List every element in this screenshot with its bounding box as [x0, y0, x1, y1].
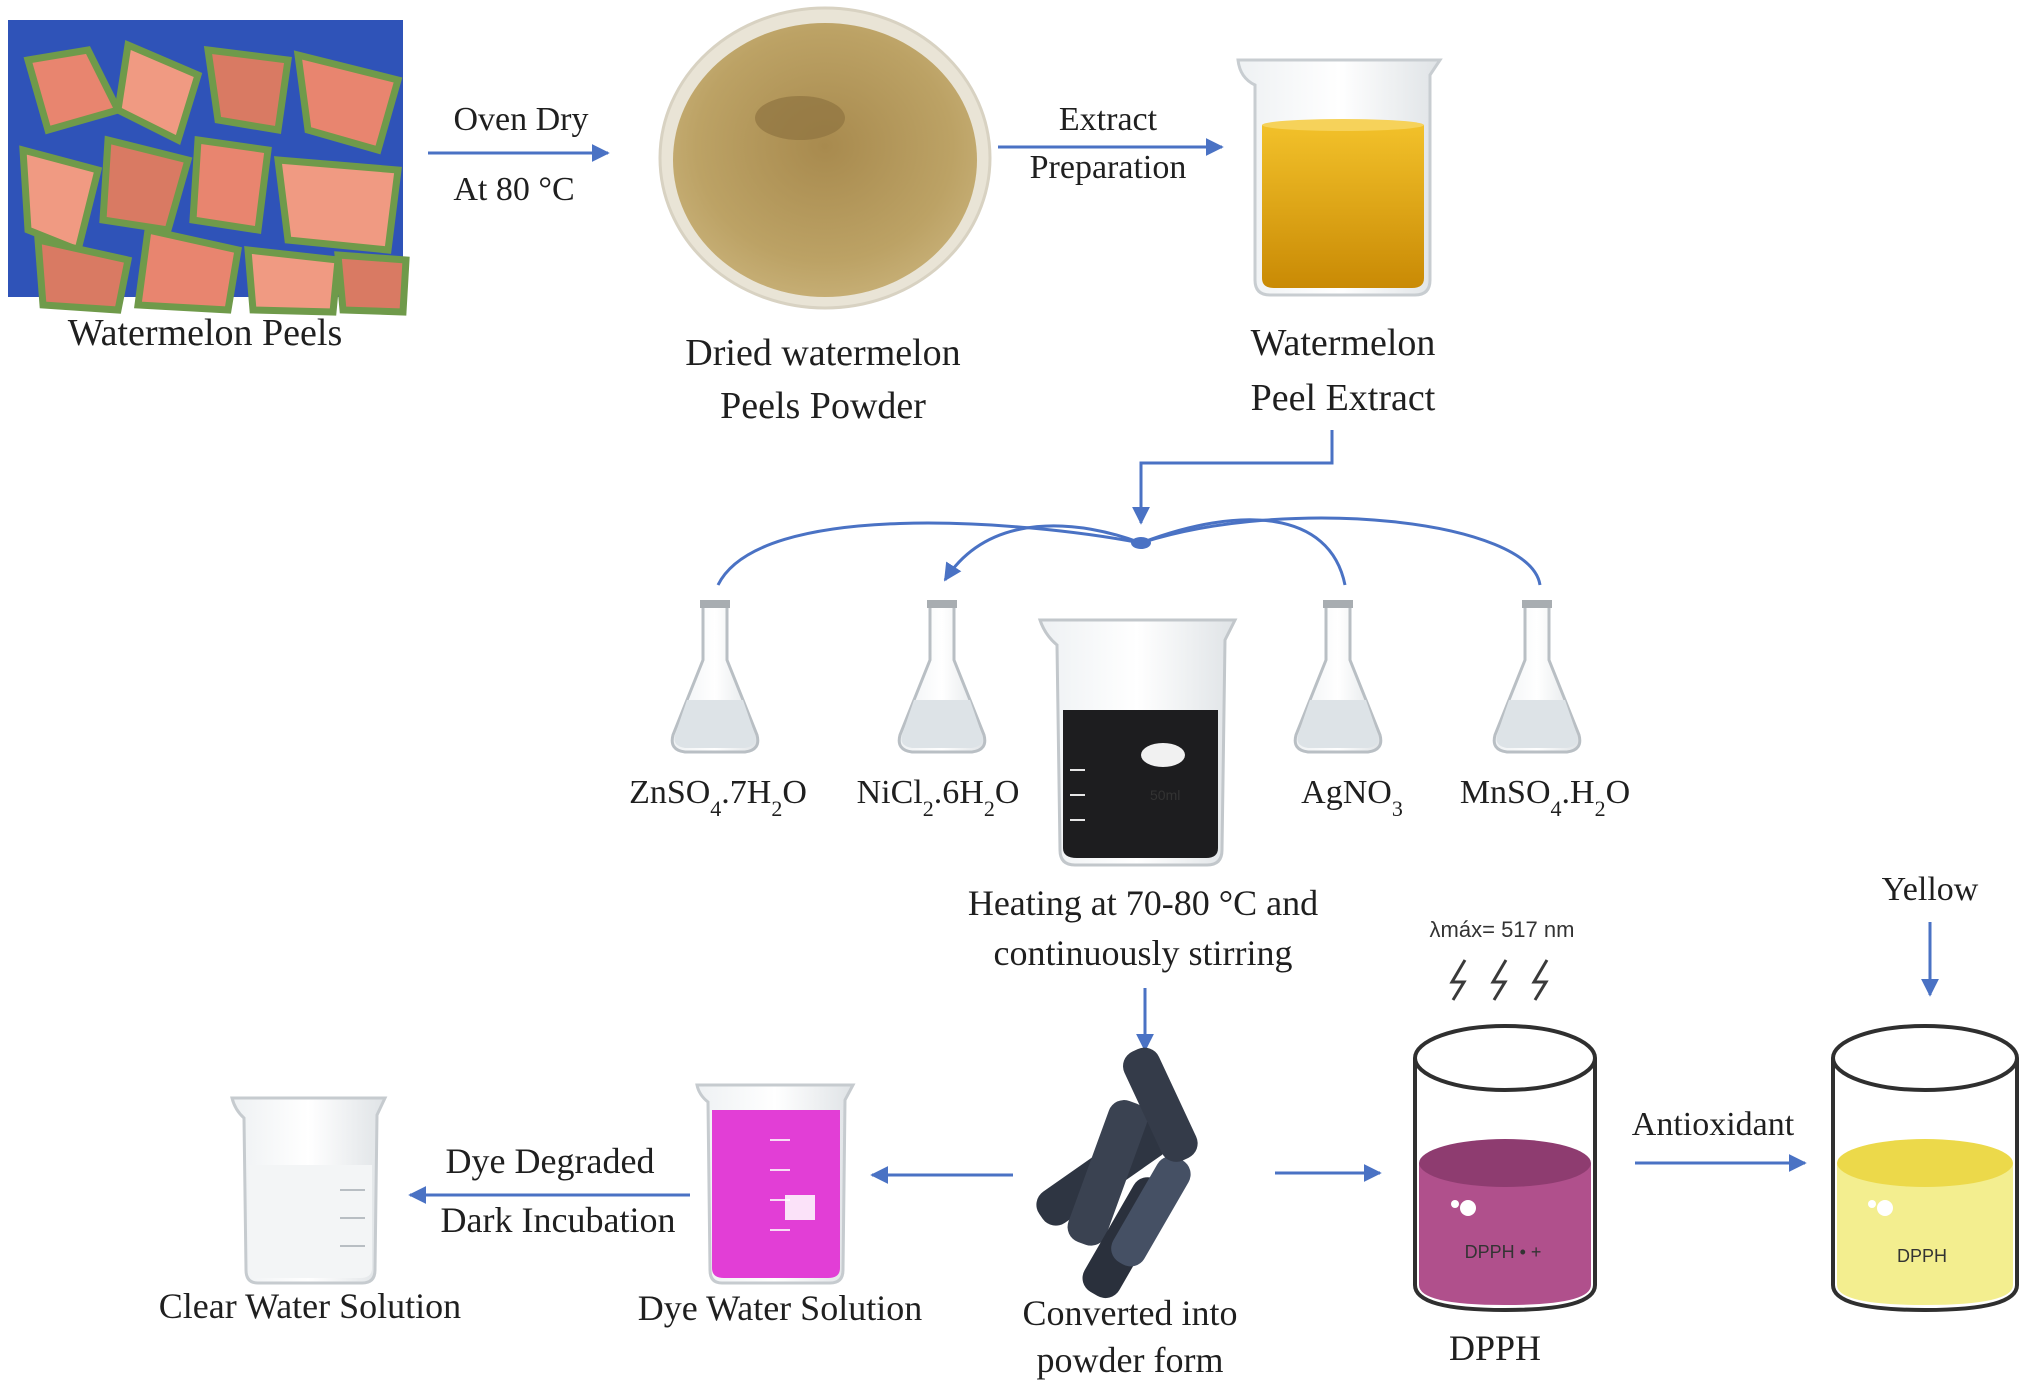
branch-arcs	[716, 516, 1542, 586]
erlenmeyer-flask	[1293, 600, 1383, 754]
extract-label-line2: Peel Extract	[1251, 377, 1436, 419]
peels-label: Watermelon Peels	[68, 312, 342, 354]
powder-form-line2: powder form	[1037, 1340, 1224, 1380]
peel-shard	[114, 40, 203, 145]
light-bolt-icons	[1449, 959, 1549, 1001]
yellow-label: Yellow	[1882, 871, 1979, 908]
salt-labels: ZnSO4.7H2O NiCl2.6H2O AgNO3 MnSO4.H2O	[629, 774, 1630, 821]
extract-prep-line1: Extract	[1059, 101, 1158, 138]
antioxidant-label: Antioxidant	[1632, 1106, 1795, 1143]
erlenmeyer-flask	[897, 600, 987, 754]
peel-shard	[244, 246, 342, 316]
salt-label-nicl2: NiCl2.6H2O	[857, 774, 1020, 821]
peel-shard	[334, 251, 410, 316]
heating-line2: continuously stirring	[994, 933, 1293, 973]
powder-label-line1: Dried watermelon	[685, 332, 960, 374]
extract-to-salts-connector	[1132, 430, 1334, 525]
heating-line1: Heating at 70-80 °C and	[968, 883, 1318, 923]
clear-water-beaker-image	[230, 1096, 388, 1285]
lambda-max-label: λmáx= 517 nm	[1430, 917, 1575, 942]
powder-form-line1: Converted into	[1023, 1293, 1238, 1333]
erlenmeyer-flask	[670, 600, 760, 754]
oven-temp-label: At 80 °C	[453, 171, 574, 208]
dark-incubation-label: Dark Incubation	[441, 1200, 676, 1240]
oven-dry-label: Oven Dry	[453, 101, 588, 138]
salt-flasks	[670, 600, 1582, 754]
salt-label-mnso4: MnSO4.H2O	[1460, 774, 1630, 821]
peel-shard	[34, 235, 133, 314]
heating-beaker-image: 50ml	[1037, 618, 1238, 867]
erlenmeyer-flask	[1492, 600, 1582, 754]
powder-form-image	[1036, 1047, 1198, 1299]
dried-powder-dish-image	[658, 6, 992, 310]
peel-shard	[203, 45, 292, 135]
extract-prep-line2: Preparation	[1030, 149, 1187, 186]
clear-water-label: Clear Water Solution	[159, 1286, 461, 1326]
extract-label-line1: Watermelon	[1251, 322, 1436, 364]
dpph-cylinder-image: DPPH • +	[1413, 1024, 1597, 1313]
beaker-volume-label: 50ml	[1150, 787, 1180, 803]
peel-shard	[293, 50, 403, 155]
dpph-radical-label: DPPH • +	[1465, 1242, 1542, 1262]
yellow-cylinder-image: DPPH	[1831, 1024, 2019, 1313]
dye-beaker-image	[695, 1083, 856, 1285]
powder-label-line2: Peels Powder	[720, 385, 926, 427]
extract-beaker-image	[1236, 58, 1443, 297]
dye-label: Dye Water Solution	[638, 1288, 922, 1328]
peel-shard	[189, 135, 272, 235]
dye-degraded-label: Dye Degraded	[446, 1141, 655, 1181]
peel-shard	[99, 135, 193, 234]
dpph-after-label: DPPH	[1897, 1246, 1947, 1266]
dpph-label: DPPH	[1449, 1328, 1541, 1368]
peel-shard	[134, 225, 242, 314]
peel-shard	[273, 156, 402, 254]
watermelon-peels-image	[8, 20, 410, 316]
salt-label-agno3: AgNO3	[1301, 774, 1403, 821]
salt-label-znso4: ZnSO4.7H2O	[629, 774, 807, 821]
